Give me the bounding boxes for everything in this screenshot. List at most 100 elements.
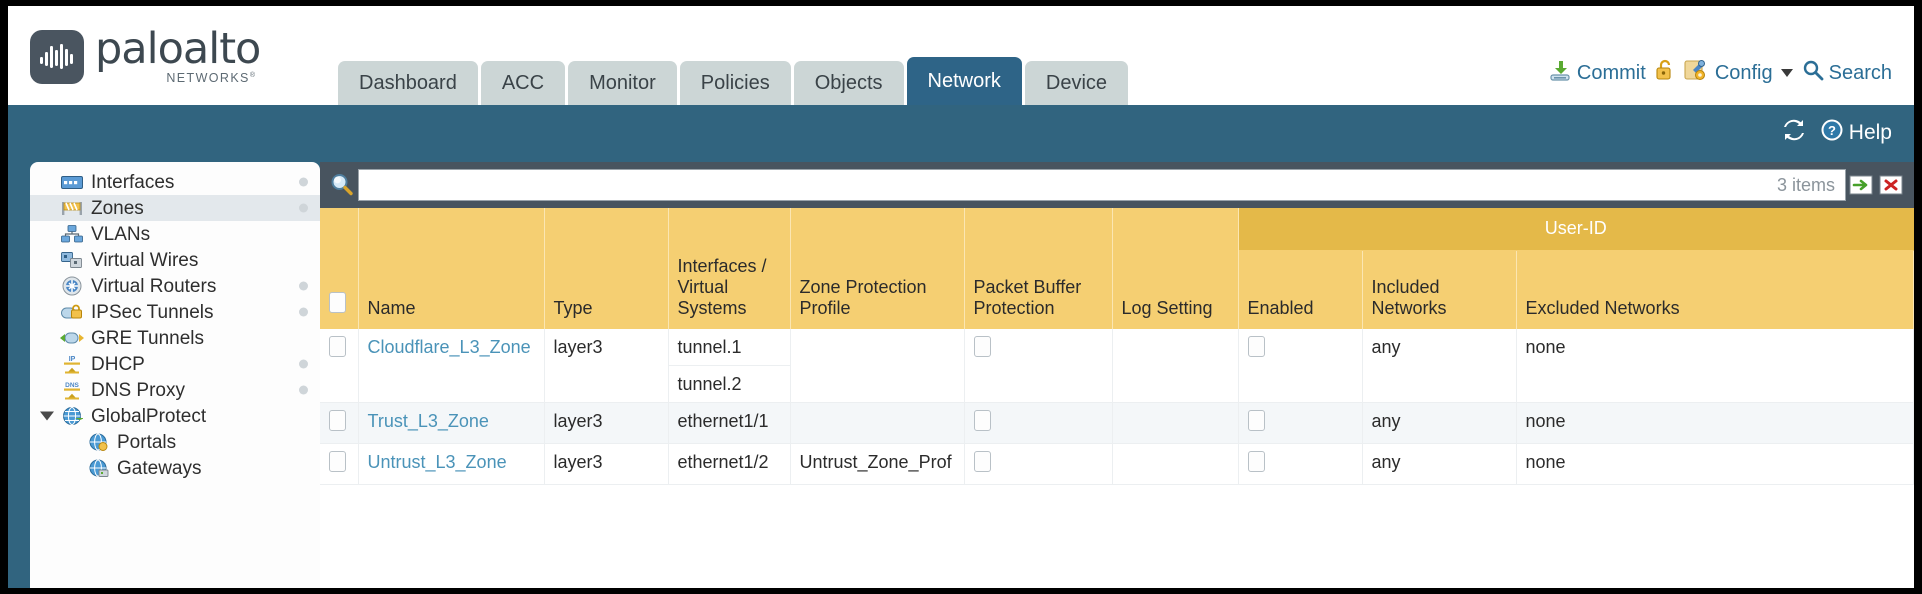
status-dot (299, 203, 308, 213)
search-magnifier-icon (1802, 59, 1824, 87)
vlans-icon (60, 224, 84, 244)
cell-type: layer3 (544, 402, 669, 444)
cell-log-setting (1112, 329, 1239, 403)
help-question-icon: ? (1820, 118, 1844, 148)
column-header-type[interactable]: Type (544, 250, 669, 329)
column-header-userid-enabled[interactable]: Enabled (1238, 250, 1363, 329)
sidebar-item-zones[interactable]: Zones (30, 195, 320, 221)
interface-entry: tunnel.2 (677, 374, 742, 394)
sidebar-item-gateways[interactable]: Gateways (30, 455, 320, 481)
column-header-log-setting[interactable]: Log Setting (1112, 250, 1239, 329)
sidebar-item-globalprotect[interactable]: GlobalProtect (30, 403, 320, 429)
sidebar-label-virtual-wires: Virtual Wires (91, 249, 199, 271)
sidebar-item-ipsec-tunnels[interactable]: IPSec Tunnels (30, 299, 320, 325)
tab-monitor[interactable]: Monitor (568, 61, 677, 106)
status-dot (299, 307, 308, 317)
table-row[interactable]: Untrust_L3_Zone layer3 ethernet1/2 Untru… (320, 443, 1914, 485)
userid-enabled-checkbox[interactable] (1247, 410, 1265, 431)
cell-zone-protection-profile: Untrust_Zone_Prof (790, 443, 965, 485)
zone-name-link[interactable]: Trust_L3_Zone (367, 411, 489, 431)
cell-zone-protection-profile (790, 402, 965, 444)
row-checkbox[interactable] (329, 451, 346, 472)
chevron-down-icon[interactable] (1780, 69, 1793, 77)
cell-name: Trust_L3_Zone (358, 402, 545, 444)
sidebar-item-dhcp[interactable]: IP DHCP (30, 351, 320, 377)
select-all-checkbox[interactable] (329, 292, 346, 313)
search-button[interactable]: Search (1802, 59, 1892, 87)
search-magnifier-icon[interactable] (326, 172, 358, 198)
column-group-user-id: User-ID (1238, 208, 1914, 251)
select-all-header (320, 250, 359, 329)
userid-enabled-checkbox[interactable] (1247, 451, 1265, 472)
commit-download-icon (1548, 58, 1572, 88)
zones-icon (60, 198, 84, 218)
cell-name: Cloudflare_L3_Zone (358, 329, 545, 403)
zone-name-link[interactable]: Cloudflare_L3_Zone (367, 337, 531, 357)
cell-included-networks: any (1362, 329, 1517, 403)
expand-collapse-triangle-icon[interactable] (40, 411, 54, 421)
sidebar-item-portals[interactable]: Portals (30, 429, 320, 455)
sidebar-item-dns-proxy[interactable]: DNS DNS Proxy (30, 377, 320, 403)
packet-buffer-protection-checkbox[interactable] (973, 336, 991, 357)
row-checkbox[interactable] (329, 336, 346, 357)
tab-dashboard[interactable]: Dashboard (338, 61, 478, 106)
clear-filter-button[interactable] (1876, 173, 1906, 197)
column-header-zone-protection-profile[interactable]: Zone Protection Profile (790, 250, 965, 329)
search-toolbar: 3 items (320, 162, 1914, 208)
sidebar-item-gre-tunnels[interactable]: GRE Tunnels (30, 325, 320, 351)
cell-excluded-networks: none (1516, 329, 1914, 403)
lock-button[interactable] (1655, 58, 1675, 88)
brand-name: paloalto (95, 24, 261, 74)
interface-entry: tunnel.1 (668, 329, 790, 366)
column-header-name[interactable]: Name (358, 250, 545, 329)
column-header-included-networks[interactable]: Included Networks (1362, 250, 1517, 329)
svg-text:IP: IP (69, 356, 76, 363)
help-button[interactable]: ? Help (1820, 118, 1892, 148)
cell-userid-enabled (1238, 443, 1363, 485)
cell-excluded-networks: none (1516, 402, 1914, 444)
svg-text:DNS: DNS (65, 382, 79, 389)
status-dot (299, 281, 308, 291)
search-label: Search (1828, 61, 1892, 84)
userid-enabled-checkbox[interactable] (1247, 336, 1265, 357)
packet-buffer-protection-checkbox[interactable] (973, 410, 991, 431)
row-checkbox[interactable] (329, 410, 346, 431)
sidebar-label-interfaces: Interfaces (91, 171, 175, 193)
sub-header-band: ? Help (8, 105, 1914, 162)
cell-type: layer3 (544, 443, 669, 485)
row-select-cell (320, 329, 359, 403)
table-group-header-row: User-ID (320, 208, 1914, 251)
group-spacer (358, 208, 545, 250)
apply-filter-button[interactable] (1846, 173, 1876, 197)
cell-log-setting (1112, 443, 1239, 485)
commit-button[interactable]: Commit (1548, 58, 1646, 88)
portals-icon (86, 432, 110, 452)
sidebar-label-vlans: VLANs (91, 223, 151, 245)
tab-network[interactable]: Network (906, 57, 1022, 106)
sidebar-item-vlans[interactable]: VLANs (30, 221, 320, 247)
tab-device[interactable]: Device (1024, 61, 1129, 106)
sidebar-item-virtual-wires[interactable]: Virtual Wires (30, 247, 320, 273)
column-header-excluded-networks[interactable]: Excluded Networks (1516, 250, 1914, 329)
status-dot (299, 385, 308, 395)
table-row[interactable]: Cloudflare_L3_Zone layer3 tunnel.1 tunne… (320, 329, 1914, 403)
config-wrench-icon (1684, 58, 1710, 88)
status-dot (299, 359, 308, 369)
config-menu-button[interactable]: Config (1684, 58, 1793, 88)
tab-objects[interactable]: Objects (793, 61, 904, 106)
refresh-icon[interactable] (1781, 118, 1807, 148)
sidebar-label-dhcp: DHCP (91, 353, 145, 375)
sidebar-item-interfaces[interactable]: Interfaces (30, 169, 320, 195)
zone-name-link[interactable]: Untrust_L3_Zone (367, 452, 507, 472)
column-header-packet-buffer-protection[interactable]: Packet Buffer Protection (964, 250, 1113, 329)
interface-entry: ethernet1/1 (677, 411, 769, 431)
table-row[interactable]: Trust_L3_Zone layer3 ethernet1/1 any non… (320, 402, 1914, 444)
column-header-interfaces[interactable]: Interfaces / Virtual Systems (668, 250, 791, 329)
search-input[interactable]: 3 items (358, 169, 1846, 201)
tab-acc[interactable]: ACC (480, 61, 566, 106)
tab-policies[interactable]: Policies (679, 61, 791, 106)
sidebar-item-virtual-routers[interactable]: Virtual Routers (30, 273, 320, 299)
sidebar-label-globalprotect: GlobalProtect (91, 405, 207, 427)
interface-entry: ethernet1/2 (677, 452, 769, 472)
packet-buffer-protection-checkbox[interactable] (973, 451, 991, 472)
